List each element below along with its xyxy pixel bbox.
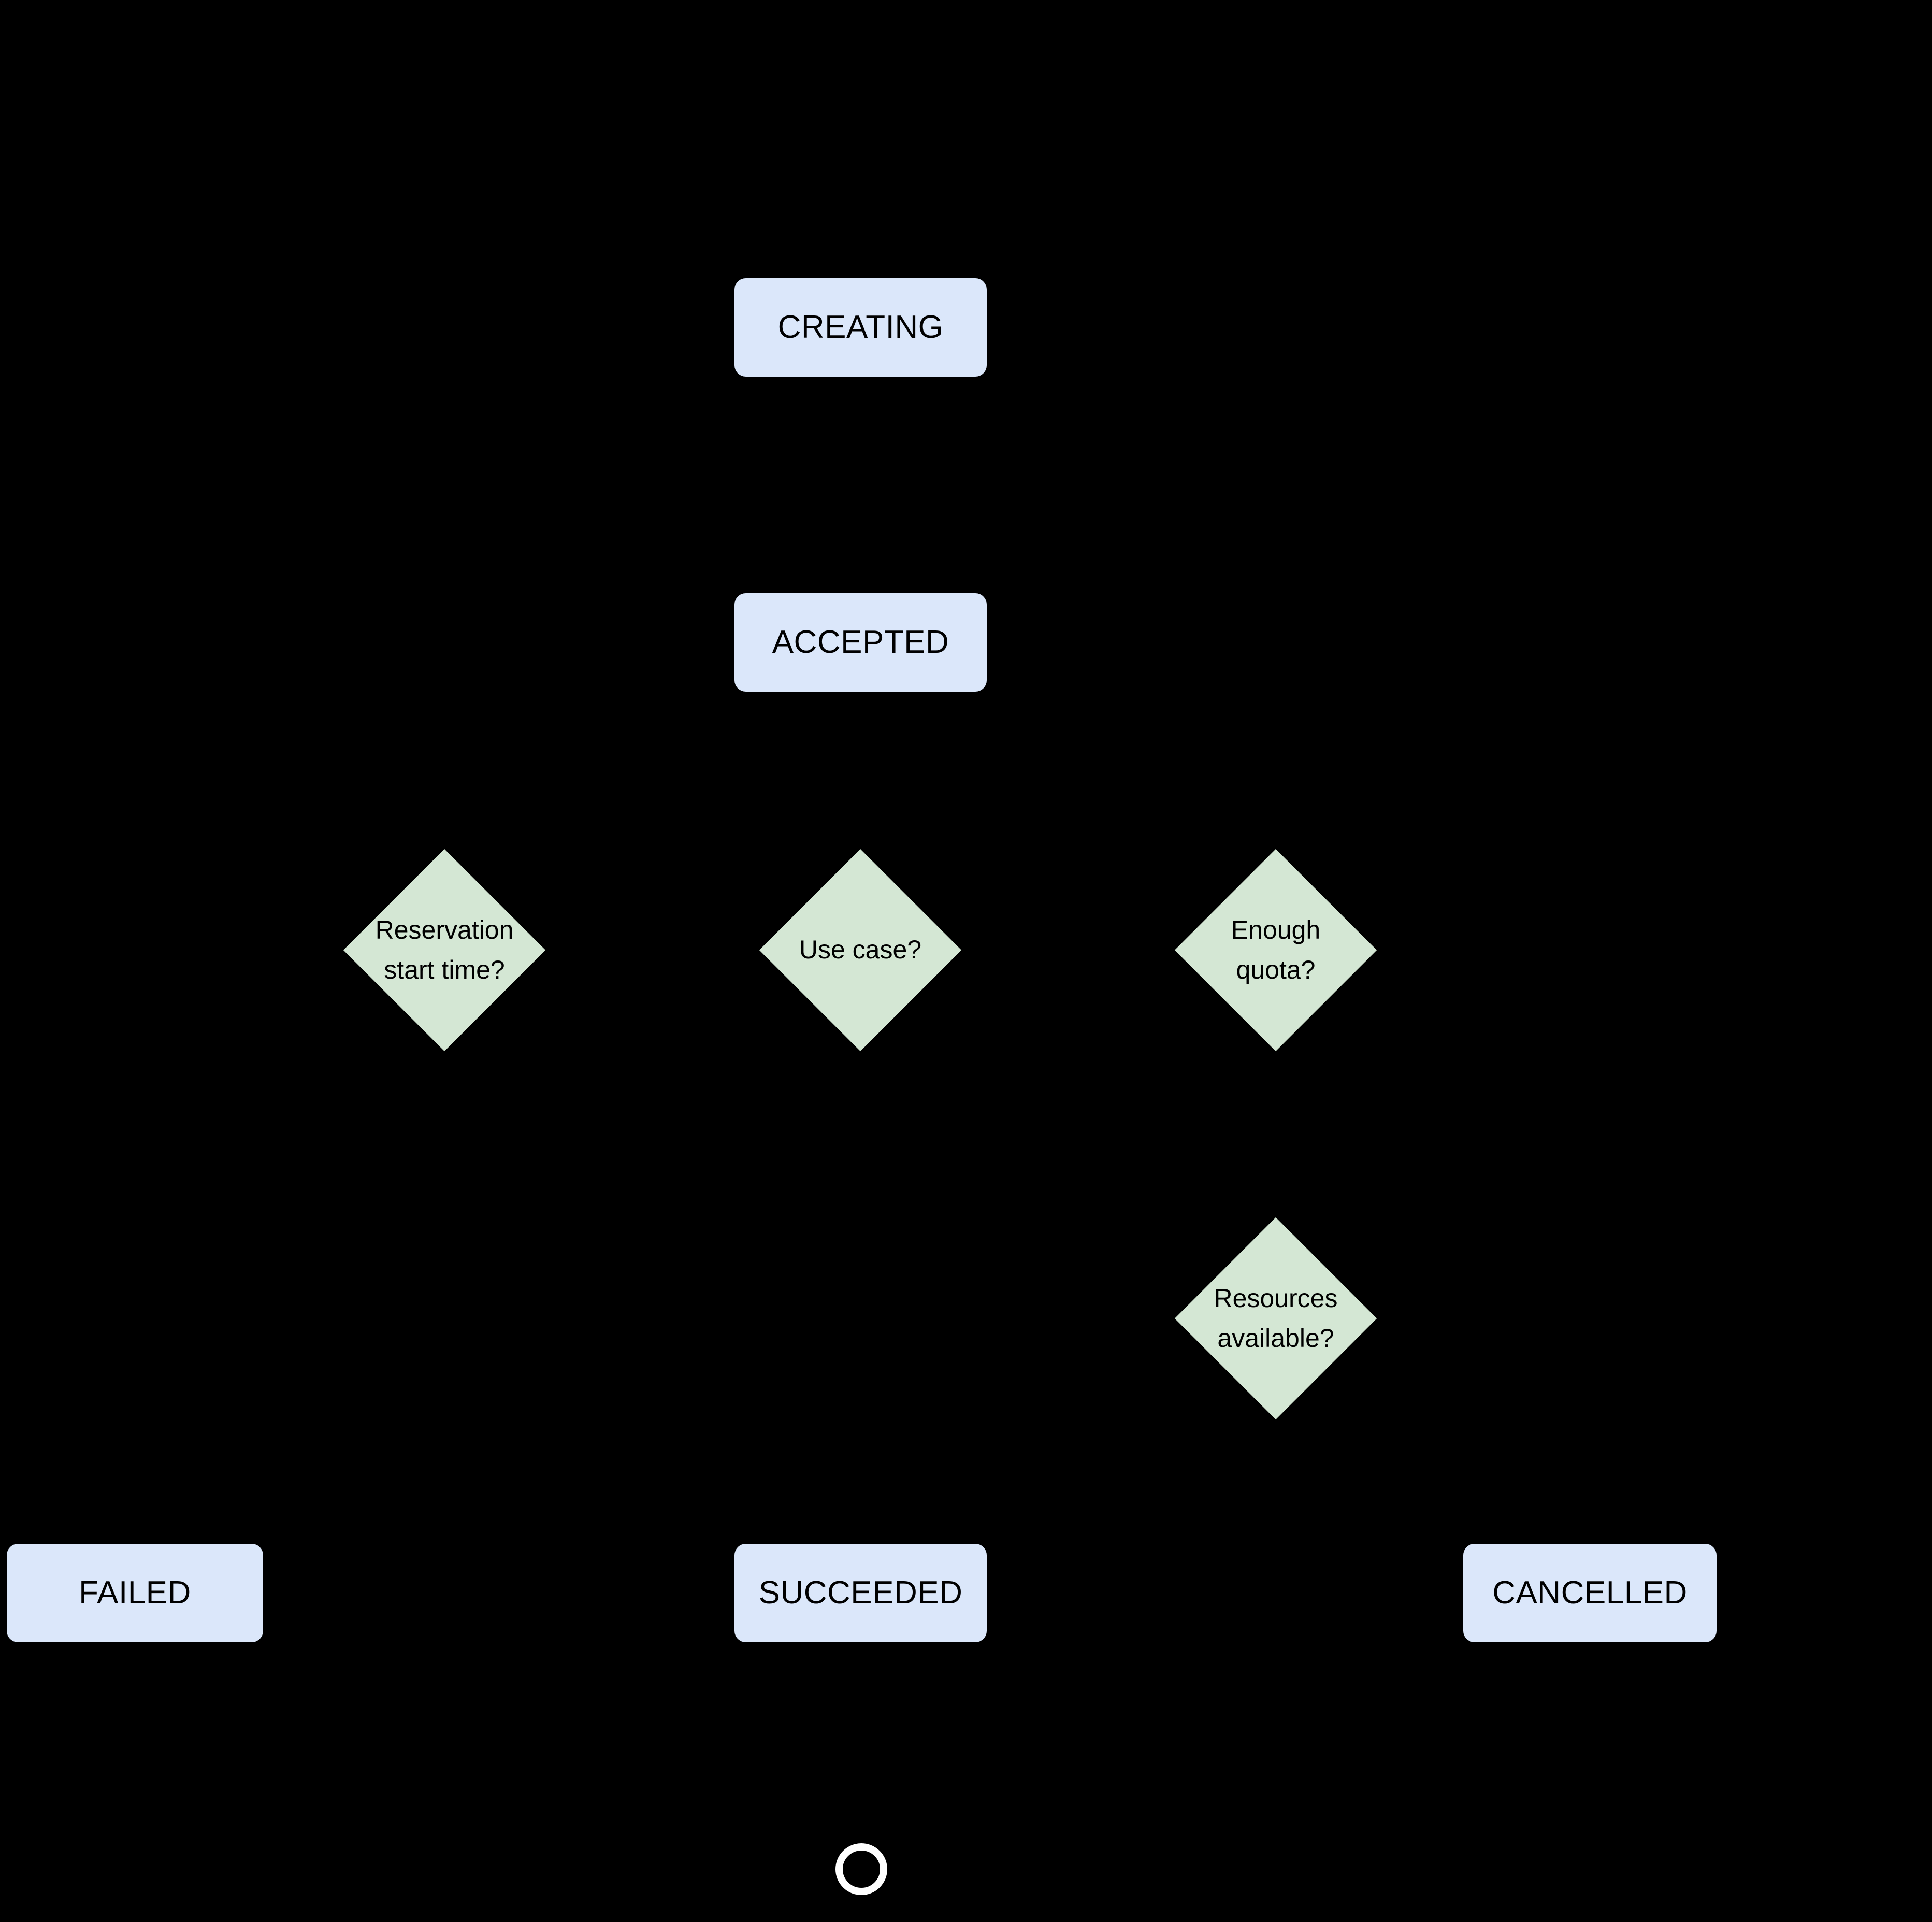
decision-label-reservation-start-time: Reservation start time? — [375, 915, 514, 985]
edge-failed-to-end — [133, 1642, 863, 1843]
state-label-cancelled: CANCELLED — [1492, 1575, 1688, 1611]
state-label-succeeded: SUCCEEDED — [758, 1575, 963, 1611]
state-node-succeeded[interactable]: SUCCEEDED — [734, 1544, 987, 1642]
state-label-creating: CREATING — [777, 309, 944, 345]
state-node-cancelled[interactable]: CANCELLED — [1463, 1544, 1717, 1642]
decision-label-enough-quota: Enough quota? — [1231, 915, 1321, 985]
state-node-accepted[interactable]: ACCEPTED — [734, 593, 987, 692]
edge-cancelled-to-end — [860, 1642, 1592, 1843]
edge-accepted-to-reservation-start-time — [443, 692, 862, 850]
state-node-creating[interactable]: CREATING — [734, 278, 987, 377]
decision-label-use-case: Use case? — [799, 935, 922, 965]
decision-node-enough-quota[interactable]: Enough quota? — [1174, 849, 1377, 1052]
edge-resources-available-to-cancelled — [1274, 1418, 1592, 1544]
state-label-failed: FAILED — [79, 1575, 191, 1611]
state-label-accepted: ACCEPTED — [772, 624, 949, 660]
end-node-circle-icon — [835, 1843, 887, 1895]
decision-node-use-case[interactable]: Use case? — [759, 849, 962, 1052]
edge-accepted-to-enough-quota — [859, 692, 1277, 850]
decision-node-resources-available[interactable]: Resources available? — [1174, 1217, 1377, 1420]
state-node-failed[interactable]: FAILED — [7, 1544, 263, 1642]
decision-node-reservation-start-time[interactable]: Reservation start time? — [343, 849, 546, 1052]
decision-label-resources-available: Resources available? — [1214, 1283, 1338, 1353]
edge-reservation-start-time-to-failed — [133, 1050, 446, 1544]
